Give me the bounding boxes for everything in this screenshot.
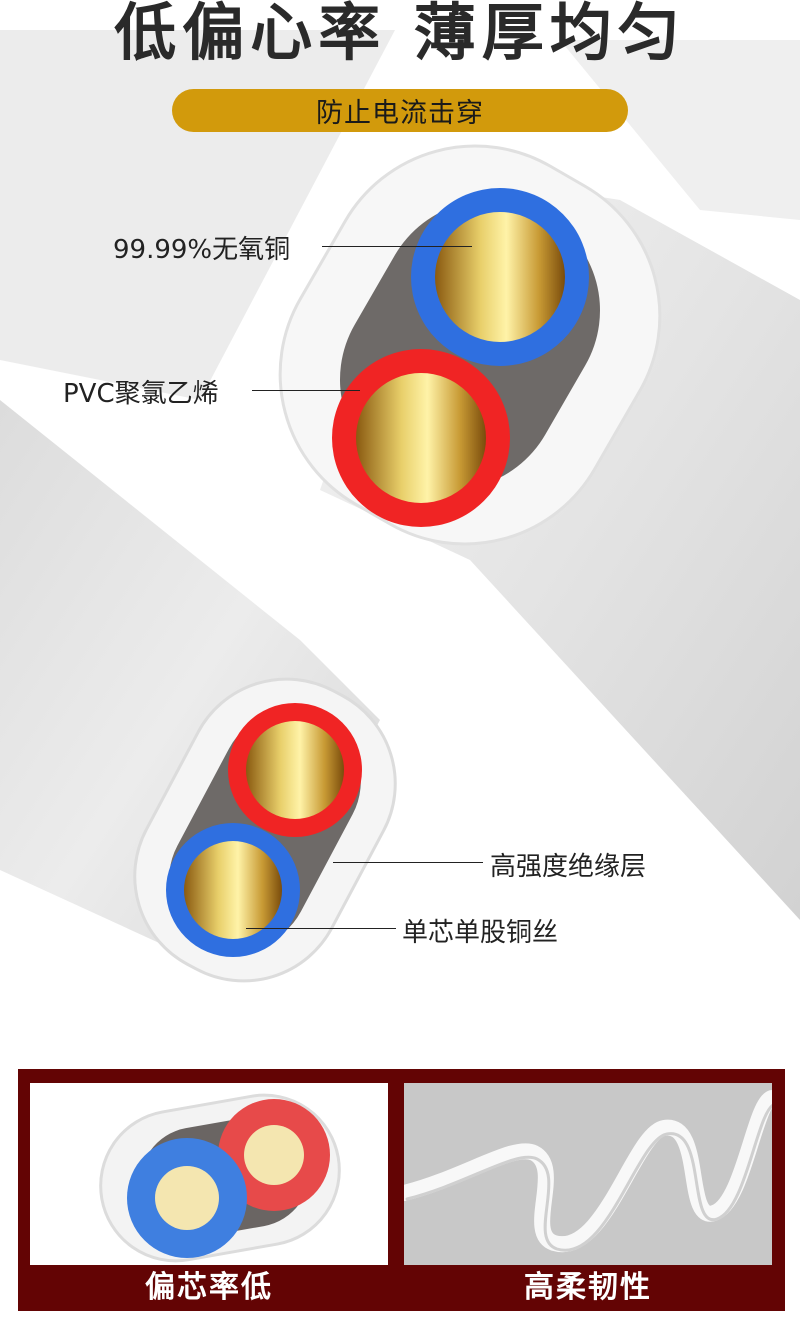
background-band — [560, 40, 800, 220]
pvc-leader-line — [252, 390, 360, 391]
lower-blue-core — [184, 841, 282, 939]
coiled-cable-image — [404, 1083, 772, 1265]
copper-leader-line — [322, 246, 472, 247]
feature-pill-label: 防止电流击穿 — [316, 98, 484, 129]
copper-callout: 99.99%无氧铜 — [113, 235, 291, 265]
upper-blue-core — [435, 212, 565, 342]
single-core-callout: 单芯单股铜丝 — [402, 918, 559, 948]
feature-panel: 偏芯率低 高柔韧性 — [18, 1069, 785, 1311]
insulation-leader-line — [333, 862, 483, 863]
high-flexibility-photo — [404, 1083, 772, 1265]
insulation-callout: 高强度绝缘层 — [490, 852, 647, 882]
high-flexibility-caption: 高柔韧性 — [524, 1270, 652, 1305]
low-eccentricity-photo — [30, 1083, 388, 1265]
low-eccentricity-caption: 偏芯率低 — [145, 1270, 273, 1305]
pvc-callout: PVC聚氯乙烯 — [63, 379, 219, 409]
headline: 低偏心率 薄厚均匀 — [114, 0, 686, 69]
cable-cross-section-image — [99, 1093, 341, 1263]
lower-red-core — [246, 721, 344, 819]
single-core-leader-line — [246, 928, 396, 929]
upper-red-core — [356, 373, 486, 503]
feature-pill: 防止电流击穿 — [172, 89, 628, 132]
